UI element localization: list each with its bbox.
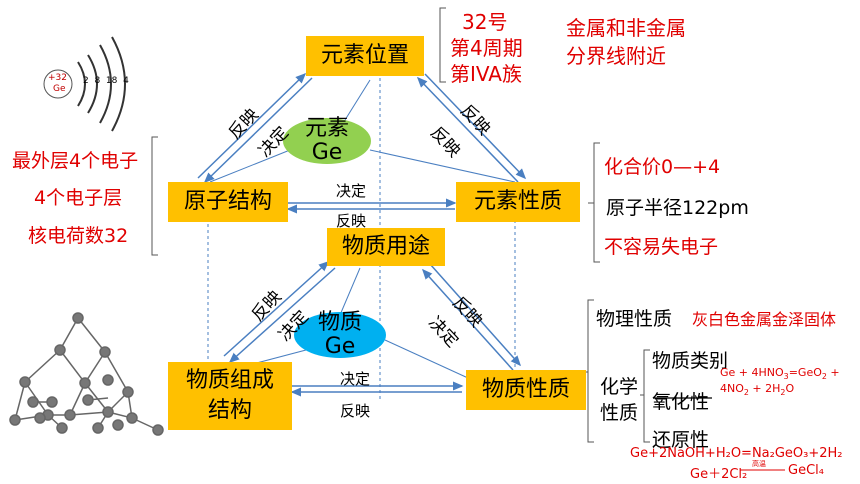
eq-hno3-part-c: + xyxy=(826,366,840,379)
node-substance-use: 物质用途 xyxy=(327,228,445,266)
equation-hno3-line1: Ge + 4HNO3=GeO2 + xyxy=(720,366,840,381)
equation-hno3-line2: 4NO2 + 2H2O xyxy=(720,382,794,397)
eq-hno3-part-e: + 2H xyxy=(748,382,781,395)
ellipse-substance-label: 物质 xyxy=(317,310,362,335)
label-determine-middle: 决定 xyxy=(336,182,367,200)
atom-symbol-label: Ge xyxy=(53,84,66,94)
atom-nucleus-label: +32 xyxy=(48,73,67,83)
arrow-property-to-position xyxy=(416,76,519,183)
equation-naoh: Ge+2NaOH+H₂O=Na₂GeO₃+2H₂ xyxy=(630,446,843,461)
eq-hno3-sub-2: 2 xyxy=(821,372,827,382)
label-determine-bottom: 决定 xyxy=(340,370,371,388)
boundary-note-line1: 金属和非金属 xyxy=(566,16,686,40)
structure-shells: 4个电子层 xyxy=(34,187,123,209)
line-ellipse2-use xyxy=(339,267,361,316)
bracket-property-info xyxy=(588,142,600,263)
position-atomic-number: 32号 xyxy=(462,10,508,34)
ellipse-substance-symbol: Ge xyxy=(324,334,356,359)
line-ellipse2-subprop xyxy=(384,339,469,379)
eq-hno3-part-f: O xyxy=(785,382,795,395)
line-ellipse-structure xyxy=(209,149,291,183)
bracket-chemical xyxy=(640,349,650,443)
position-group: 第IVA族 xyxy=(450,62,522,86)
arrow-structure-to-position xyxy=(197,72,307,179)
node-substance-composition: 物质组成 结构 xyxy=(168,362,292,430)
eq-hno3-part-a: Ge + 4HNO xyxy=(720,366,784,379)
equation-cl2-condition: 高温 xyxy=(752,460,766,468)
crystal-structure-image xyxy=(9,312,164,436)
arrow-subprop-to-use xyxy=(421,268,514,371)
eq-hno3-part-d: 4NO xyxy=(720,382,744,395)
ellipse-element-symbol: Ge xyxy=(311,140,343,165)
atom-model xyxy=(43,36,126,132)
property-valence: 化合价0—+4 xyxy=(604,156,721,178)
chemical-reduction: 还原性 xyxy=(652,429,710,451)
bracket-position-info xyxy=(439,7,446,83)
label-reflect-bottom: 反映 xyxy=(340,402,371,420)
equation-cl2: Ge＋2Cl₂ xyxy=(690,467,748,482)
ellipse-element-label: 元素 xyxy=(304,116,349,141)
eq-hno3-sub-3: 3 xyxy=(783,372,789,382)
label-reflect-middle: 反映 xyxy=(336,212,367,230)
line-ellipse-position xyxy=(344,79,371,121)
line-ellipse-property xyxy=(369,149,516,183)
node-substance-property: 物质性质 xyxy=(466,370,586,410)
chemical-label-1: 化学 xyxy=(600,376,639,398)
property-electron: 不容易失电子 xyxy=(604,236,719,258)
arrow-use-to-subprop xyxy=(429,263,521,367)
boundary-note-line2: 分界线附近 xyxy=(566,44,666,68)
eq-hno3-sub-h2: 2 xyxy=(780,388,786,398)
arrow-position-to-property xyxy=(424,73,527,180)
arrow-position-to-structure xyxy=(203,77,313,184)
arrow-composition-to-use xyxy=(223,260,330,357)
arrow-use-to-composition xyxy=(228,267,336,364)
eq-hno3-part-b: =GeO xyxy=(788,366,822,379)
position-period: 第4周期 xyxy=(450,36,523,60)
equation-cl2-product: GeCl₄ xyxy=(788,463,824,478)
chemical-label-2: 性质 xyxy=(600,402,639,424)
structure-outer-electrons: 最外层4个电子 xyxy=(12,150,139,172)
chemical-category: 物质类别 xyxy=(652,350,729,372)
eq-hno3-sub-no2: 2 xyxy=(743,388,749,398)
physical-value: 灰白色金属金泽固体 xyxy=(692,310,837,329)
atom-shells-label: 2 8 18 4 xyxy=(83,76,129,86)
bracket-structure-info xyxy=(151,136,158,256)
node-element-property: 元素性质 xyxy=(456,182,580,222)
node-element-position: 元素位置 xyxy=(306,36,424,76)
chemical-oxidation: 氧化性 xyxy=(652,391,710,413)
physical-label: 物理性质 xyxy=(596,308,673,330)
structure-nuclear-charge: 核电荷数32 xyxy=(28,225,129,247)
property-radius: 原子半径122pm xyxy=(606,197,749,219)
node-atomic-structure: 原子结构 xyxy=(168,182,288,222)
